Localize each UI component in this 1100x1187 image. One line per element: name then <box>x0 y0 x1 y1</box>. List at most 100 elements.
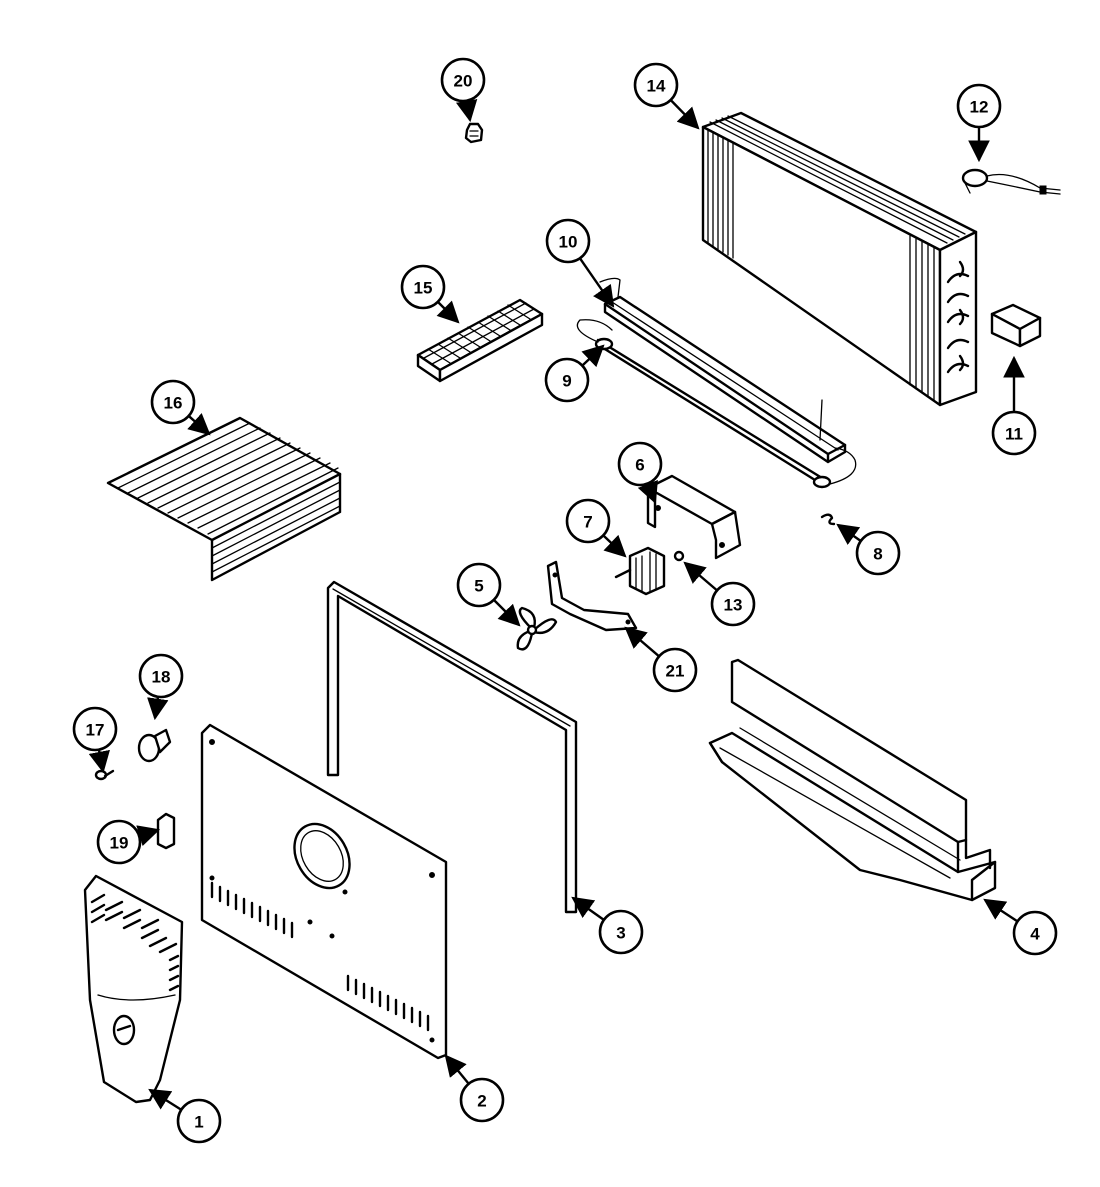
callout-leader-6 <box>637 479 658 505</box>
callout-circle <box>72 706 118 752</box>
callout-13: 13 <box>710 581 756 627</box>
callout-circle <box>400 264 446 310</box>
callout-leader-16 <box>187 413 211 436</box>
callout-number: 8 <box>873 545 882 564</box>
callout-leader-8 <box>836 523 862 545</box>
callout-number: 11 <box>1005 425 1023 444</box>
callout-circle <box>96 819 142 865</box>
callout-circle <box>598 909 644 955</box>
callout-18: 18 <box>138 653 184 699</box>
callout-leader-1 <box>148 1088 182 1111</box>
callout-7: 7 <box>565 498 611 544</box>
part-11-block <box>990 303 1042 348</box>
callout-5: 5 <box>456 562 502 608</box>
callout-2: 2 <box>459 1077 505 1123</box>
callout-21: 21 <box>652 647 698 693</box>
callout-20: 20 <box>440 57 486 103</box>
callout-11: 11 <box>991 410 1037 456</box>
callout-leader-10 <box>578 257 615 308</box>
part-3-gasket <box>326 580 578 914</box>
callout-14: 14 <box>633 62 679 108</box>
callout-17: 17 <box>72 706 118 752</box>
part-21-bracket <box>546 560 638 632</box>
callout-number: 18 <box>152 668 171 687</box>
callout-circle <box>617 441 663 487</box>
callout-19: 19 <box>96 819 142 865</box>
part-13-bolt <box>673 550 685 562</box>
callout-number: 5 <box>474 577 483 596</box>
callout-circle <box>544 357 590 403</box>
callout-circle <box>652 647 698 693</box>
part-10-trough <box>599 277 847 464</box>
callout-leader-21 <box>624 626 660 658</box>
callout-number: 2 <box>477 1092 486 1111</box>
callout-4: 4 <box>1012 910 1058 956</box>
callout-number: 1 <box>194 1113 203 1132</box>
callout-number: 3 <box>616 924 625 943</box>
callout-9: 9 <box>544 357 590 403</box>
callout-number: 10 <box>559 233 578 252</box>
callout-leader-2 <box>444 1054 470 1085</box>
callout-circle <box>956 83 1002 129</box>
part-17-screw <box>94 769 115 781</box>
callout-circle <box>150 379 196 425</box>
callout-leader-20 <box>456 98 478 123</box>
part-12-sensor <box>961 168 1061 195</box>
part-16-wire-shelf <box>106 416 342 582</box>
callout-number: 14 <box>647 77 666 96</box>
callout-leader-9 <box>581 344 605 368</box>
part-18-knob <box>137 728 172 763</box>
part-19-clip <box>156 812 176 850</box>
callout-circle <box>176 1098 222 1144</box>
callout-number: 17 <box>86 721 105 740</box>
callout-leader-17 <box>88 749 110 774</box>
callout-15: 15 <box>400 264 446 310</box>
callout-circle <box>138 653 184 699</box>
callout-leader-19 <box>136 825 161 847</box>
callout-leader-3 <box>571 896 605 921</box>
part-15-ice-tray <box>416 298 544 383</box>
callout-number: 6 <box>635 456 644 475</box>
callout-number: 16 <box>164 394 183 413</box>
callout-number: 7 <box>583 513 592 532</box>
callout-leader-4 <box>983 898 1019 923</box>
callout-circle <box>991 410 1037 456</box>
callout-number: 19 <box>110 834 129 853</box>
callout-circle <box>545 218 591 264</box>
part-7-motor <box>614 546 666 596</box>
part-4-pan <box>708 658 997 902</box>
callout-circle <box>459 1077 505 1123</box>
callout-circle <box>565 498 611 544</box>
callout-16: 16 <box>150 379 196 425</box>
callout-leader-15 <box>436 300 460 324</box>
callout-number: 20 <box>454 72 473 91</box>
callout-leader-5 <box>493 599 521 627</box>
callout-10: 10 <box>545 218 591 264</box>
callout-leader-13 <box>683 561 718 592</box>
callout-circle <box>1012 910 1058 956</box>
callout-leader-14 <box>669 99 700 130</box>
part-20-nut <box>464 122 484 144</box>
callout-leader-7 <box>602 534 627 558</box>
callout-1: 1 <box>176 1098 222 1144</box>
callout-number: 13 <box>724 596 743 615</box>
part-5-fan-blade <box>516 606 558 651</box>
part-6-bracket <box>646 474 742 560</box>
callout-3: 3 <box>598 909 644 955</box>
callout-12: 12 <box>956 83 1002 129</box>
callout-number: 15 <box>414 279 433 298</box>
callout-number: 21 <box>666 662 685 681</box>
callout-circle <box>456 562 502 608</box>
callout-circle <box>855 530 901 576</box>
callout-number: 4 <box>1030 925 1040 944</box>
part-1-control-housing <box>83 874 184 1104</box>
callout-number: 9 <box>562 372 571 391</box>
callout-circle <box>633 62 679 108</box>
callout-circle <box>440 57 486 103</box>
part-2-panel <box>200 723 448 1060</box>
part-14-evaporator <box>701 111 978 407</box>
part-8-clip <box>820 513 836 526</box>
callout-circle <box>710 581 756 627</box>
